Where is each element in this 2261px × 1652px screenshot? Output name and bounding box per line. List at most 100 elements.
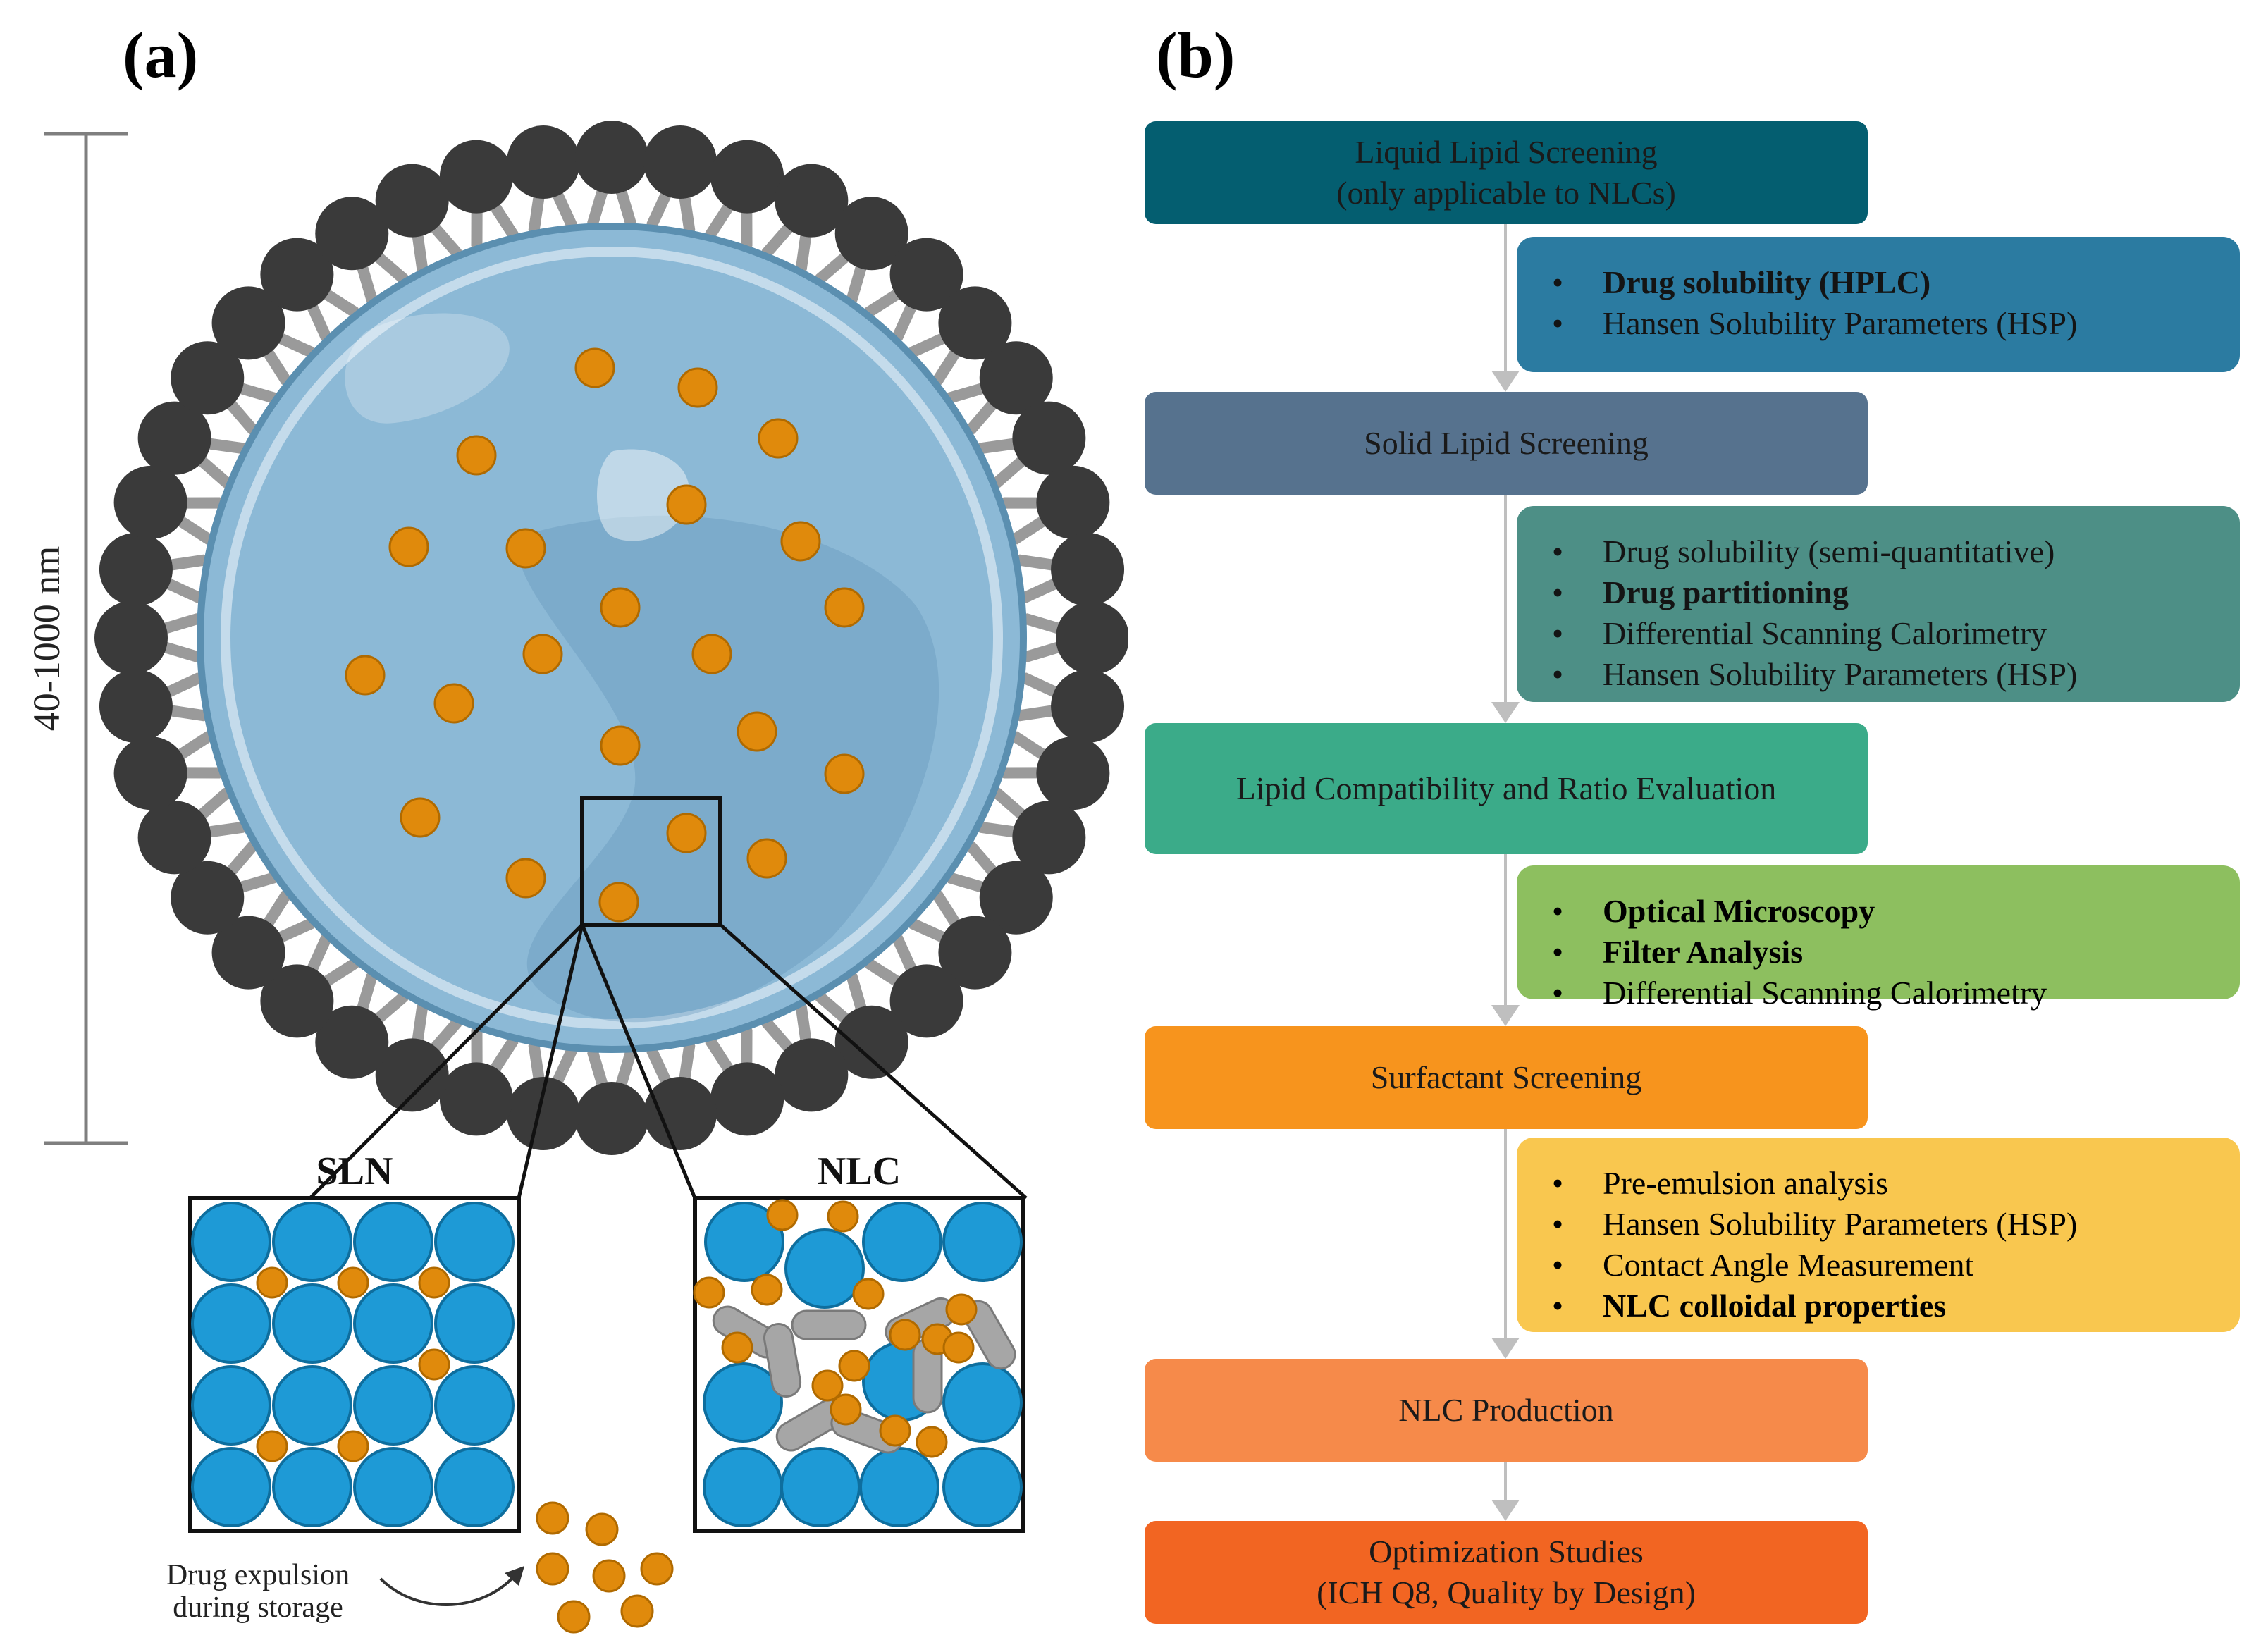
lipid-head [889, 238, 963, 312]
workflow-step-label: Surfactant Screening [1370, 1059, 1642, 1095]
workflow-step-1: Liquid Lipid Screening (only applicable … [1145, 121, 1868, 224]
lipid-head [1036, 465, 1110, 539]
detail-list: • Pre-emulsion analysis•Hansen Solubility… [1538, 1163, 2226, 1326]
bullet-icon: • [1552, 1288, 1564, 1324]
lipid-head [171, 341, 245, 415]
workflow-step-6: Optimization Studies (ICH Q8, Quality by… [1145, 1521, 1868, 1624]
detail-item-text: NLC colloidal properties [1603, 1288, 1947, 1324]
detail-list-item: •Differential Scanning Calorimetry [1538, 973, 2226, 1013]
lipid-head [979, 341, 1053, 415]
solid-lipid-molecule [784, 1228, 865, 1309]
lipid-head [315, 197, 389, 271]
lipid-head [211, 916, 285, 990]
solid-lipid-molecule [703, 1362, 783, 1443]
detail-list-item: • Pre-emulsion analysis [1538, 1163, 2226, 1204]
solid-lipid-molecule [191, 1202, 271, 1282]
drug-molecule [600, 725, 641, 766]
bullet-icon: • [1552, 1165, 1564, 1201]
lipid-head [260, 238, 334, 312]
expulsion-arrow [379, 1574, 516, 1606]
lipid-head [506, 125, 580, 199]
expelled-drug-molecule [592, 1559, 626, 1593]
nlc-lattice [693, 1199, 1023, 1527]
drug-molecule [824, 587, 865, 628]
drug-molecule [780, 521, 821, 562]
solid-lipid-molecule [272, 1365, 352, 1446]
panel-b-label: (b) [1156, 19, 1236, 91]
solid-lipid-molecule [191, 1447, 271, 1527]
liquid-lipid-molecule [763, 1322, 802, 1398]
expelled-drug-molecule [640, 1552, 674, 1586]
flow-connector [1504, 1129, 1507, 1340]
detail-list-item: •Hansen Solubility Parameters (HSP) [1538, 303, 2226, 344]
drug-molecule [830, 1393, 862, 1426]
drug-molecule [942, 1331, 975, 1364]
drug-molecule [400, 797, 441, 838]
workflow-step-label: Liquid Lipid Screening (only applicable … [1336, 134, 1676, 211]
drug-molecule [456, 435, 497, 476]
solid-lipid-molecule [353, 1283, 433, 1364]
solid-lipid-molecule [942, 1202, 1023, 1282]
zoom-callout [309, 796, 1028, 1200]
sln-label: SLN [316, 1149, 393, 1193]
drug-molecule [388, 526, 429, 567]
solid-lipid-molecule [272, 1447, 352, 1527]
lipid-head [506, 1077, 580, 1151]
expelled-drug-molecule [536, 1552, 569, 1586]
workflow-step-4: Surfactant Screening [1145, 1026, 1868, 1129]
expelled-drug-molecule [585, 1512, 619, 1546]
expelled-drug-molecule [536, 1501, 569, 1535]
bullet-icon: • [1552, 264, 1564, 300]
drug-molecule [758, 418, 799, 459]
drug-molecule [721, 1331, 753, 1364]
lipid-head [643, 125, 717, 199]
detail-list: •Drug solubility (HPLC)•Hansen Solubilit… [1538, 262, 2226, 344]
drug-molecule [691, 634, 732, 674]
nanoparticle-illustration: 40-1000 nm SLN NLC Drug expulsion during… [25, 121, 1128, 1634]
solid-lipid-molecule [862, 1202, 942, 1282]
lipid-head [575, 1082, 648, 1155]
detail-item-text: Hansen Solubility Parameters (HSP) [1603, 656, 2078, 692]
solid-lipid-molecule [353, 1365, 433, 1446]
flow-arrowhead [1491, 371, 1520, 392]
detail-item-text: Hansen Solubility Parameters (HSP) [1603, 305, 2078, 341]
bullet-icon: • [1552, 1206, 1564, 1242]
size-scale-bar [44, 132, 128, 1145]
solid-lipid-molecule [191, 1283, 271, 1364]
lipid-head [938, 286, 1012, 360]
lipid-head [439, 140, 513, 214]
detail-item-text: Pre-emulsion analysis [1603, 1165, 1888, 1201]
workflow-step-label: Optimization Studies (ICH Q8, Quality by… [1317, 1534, 1696, 1610]
flow-arrowhead [1491, 702, 1520, 723]
solid-lipid-molecule [434, 1283, 515, 1364]
flow-arrowhead [1491, 1500, 1520, 1521]
lipid-head [113, 465, 187, 539]
detail-list-item: •Drug partitioning [1538, 572, 2226, 613]
drug-molecule [598, 882, 639, 923]
lipid-head [834, 197, 908, 271]
drug-molecule [824, 753, 865, 794]
workflow-step-label: NLC Production [1398, 1392, 1614, 1428]
lipid-head-groups [94, 121, 1128, 1155]
expelled-drug-molecule [557, 1600, 591, 1634]
drug-molecule [256, 1266, 288, 1299]
particle-core [197, 223, 1027, 1053]
solid-lipid-molecule [942, 1447, 1023, 1527]
flow-arrowhead [1491, 1338, 1520, 1359]
detail-list-item: •Hansen Solubility Parameters (HSP) [1538, 1204, 2226, 1245]
workflow-detail-box-1: •Drug solubility (HPLC)•Hansen Solubilit… [1517, 237, 2240, 372]
lipid-head [99, 532, 173, 606]
detail-item-text: Optical Microscopy [1603, 893, 1875, 929]
lipid-head [315, 1005, 389, 1079]
lipid-head [375, 1038, 449, 1112]
solid-lipid-molecule [704, 1202, 784, 1282]
bullet-icon: • [1552, 1247, 1564, 1283]
workflow-detail-box-4: • Pre-emulsion analysis•Hansen Solubility… [1517, 1138, 2240, 1332]
encapsulated-drug-molecules [345, 347, 865, 923]
solid-lipid-molecule [434, 1202, 515, 1282]
lipid-head [99, 670, 173, 744]
solid-lipid-molecule [353, 1447, 433, 1527]
lipid-head [137, 401, 211, 475]
flow-arrowhead [1491, 1005, 1520, 1026]
lipid-head [938, 916, 1012, 990]
